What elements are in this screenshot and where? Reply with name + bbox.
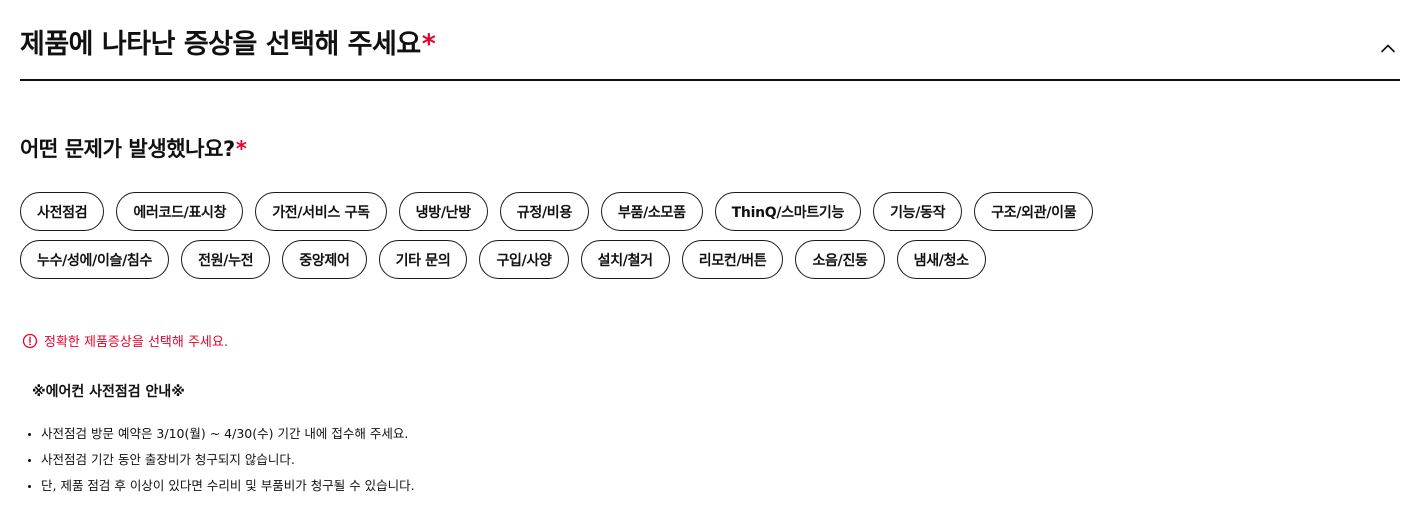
chip-install-removal[interactable]: 설치/철거 bbox=[580, 240, 670, 279]
notice-item: 단, 제품 점검 후 이상이 있다면 수리비 및 부품비가 청구될 수 있습니다… bbox=[28, 473, 415, 499]
chip-structure-exterior[interactable]: 구조/외관/이물 bbox=[974, 192, 1094, 231]
chip-other-inquiry[interactable]: 기타 문의 bbox=[378, 240, 468, 279]
notice-item: 사전점검 방문 예약은 3/10(월) ~ 4/30(수) 기간 내에 접수해 … bbox=[28, 421, 415, 447]
bullet-dot bbox=[28, 432, 31, 436]
chip-odor-cleaning[interactable]: 냄새/청소 bbox=[896, 240, 986, 279]
notice-item-text: 사전점검 기간 동안 출장비가 청구되지 않습니다. bbox=[41, 452, 295, 467]
symptom-chip-group: 사전점검 에러코드/표시창 가전/서비스 구독 냉방/난방 규정/비용 부품/소… bbox=[20, 192, 1220, 279]
notice-item-text: 사전점검 방문 예약은 3/10(월) ~ 4/30(수) 기간 내에 접수해 … bbox=[41, 426, 409, 441]
chip-function-operation[interactable]: 기능/동작 bbox=[873, 192, 963, 231]
chip-remote-button[interactable]: 리모컨/버튼 bbox=[681, 240, 784, 279]
section-header: 제품에 나타난 증상을 선택해 주세요* bbox=[20, 0, 1400, 81]
chip-parts-consumables[interactable]: 부품/소모품 bbox=[600, 192, 703, 231]
question-label: 어떤 문제가 발생했나요?* bbox=[20, 133, 247, 163]
bullet-dot bbox=[28, 484, 31, 488]
chip-noise-vibration[interactable]: 소음/진동 bbox=[795, 240, 885, 279]
bullet-dot bbox=[28, 458, 31, 462]
chip-leak-frost-flood[interactable]: 누수/성에/이슬/침수 bbox=[20, 240, 170, 279]
chip-thinq-smart[interactable]: ThinQ/스마트기능 bbox=[714, 192, 862, 231]
question-text: 어떤 문제가 발생했나요? bbox=[20, 137, 235, 161]
chip-central-control[interactable]: 중앙제어 bbox=[282, 240, 367, 279]
chevron-up-icon bbox=[1381, 44, 1395, 53]
error-text: 정확한 제품증상을 선택해 주세요. bbox=[44, 335, 228, 350]
chip-appliance-subscription[interactable]: 가전/서비스 구독 bbox=[255, 192, 387, 231]
chip-pre-inspection[interactable]: 사전점검 bbox=[20, 192, 105, 231]
required-mark: * bbox=[421, 29, 436, 60]
chip-error-code-display[interactable]: 에러코드/표시창 bbox=[116, 192, 244, 231]
section-title: 제품에 나타난 증상을 선택해 주세요* bbox=[20, 22, 436, 61]
alert-circle-icon bbox=[22, 333, 38, 349]
notice-item-text: 단, 제품 점검 후 이상이 있다면 수리비 및 부품비가 청구될 수 있습니다… bbox=[41, 478, 415, 493]
error-message: 정확한 제품증상을 선택해 주세요. bbox=[22, 331, 228, 350]
notice-title: ※에어컨 사전점검 안내※ bbox=[32, 384, 185, 400]
chip-cooling-heating[interactable]: 냉방/난방 bbox=[398, 192, 488, 231]
collapse-button[interactable] bbox=[1376, 36, 1400, 60]
chip-purchase-spec[interactable]: 구입/사양 bbox=[479, 240, 569, 279]
section-title-text: 제품에 나타난 증상을 선택해 주세요 bbox=[20, 29, 421, 60]
notice-list: 사전점검 방문 예약은 3/10(월) ~ 4/30(수) 기간 내에 접수해 … bbox=[28, 421, 415, 499]
chip-policy-cost[interactable]: 규정/비용 bbox=[499, 192, 589, 231]
required-mark: * bbox=[235, 137, 247, 161]
notice-item: 사전점검 기간 동안 출장비가 청구되지 않습니다. bbox=[28, 447, 415, 473]
chip-power-leakage[interactable]: 전원/누전 bbox=[181, 240, 271, 279]
